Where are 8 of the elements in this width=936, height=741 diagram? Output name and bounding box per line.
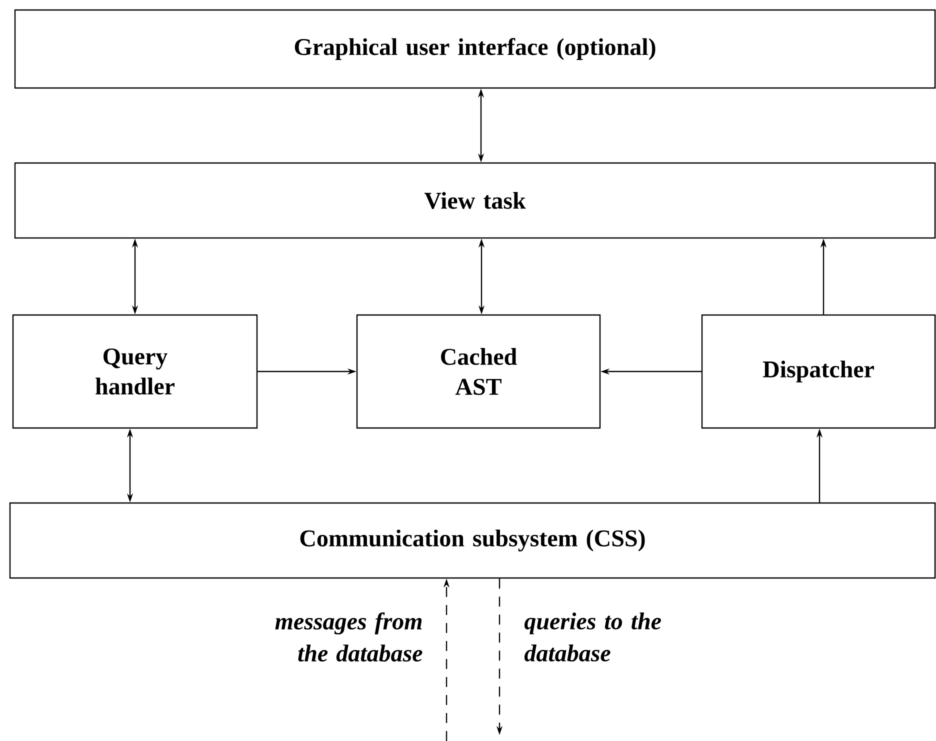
edge-label: messages from the database [275, 612, 422, 662]
process-box: Graphical user interface (optional) [14, 9, 936, 89]
process-box: View task [14, 162, 936, 239]
edge-label: queries to the database [524, 612, 661, 662]
process-box: Dispatcher [701, 314, 936, 429]
process-box: Communication subsystem (CSS) [9, 502, 936, 579]
process-box: Query handler [12, 314, 258, 429]
process-box: Cached AST [356, 314, 601, 429]
